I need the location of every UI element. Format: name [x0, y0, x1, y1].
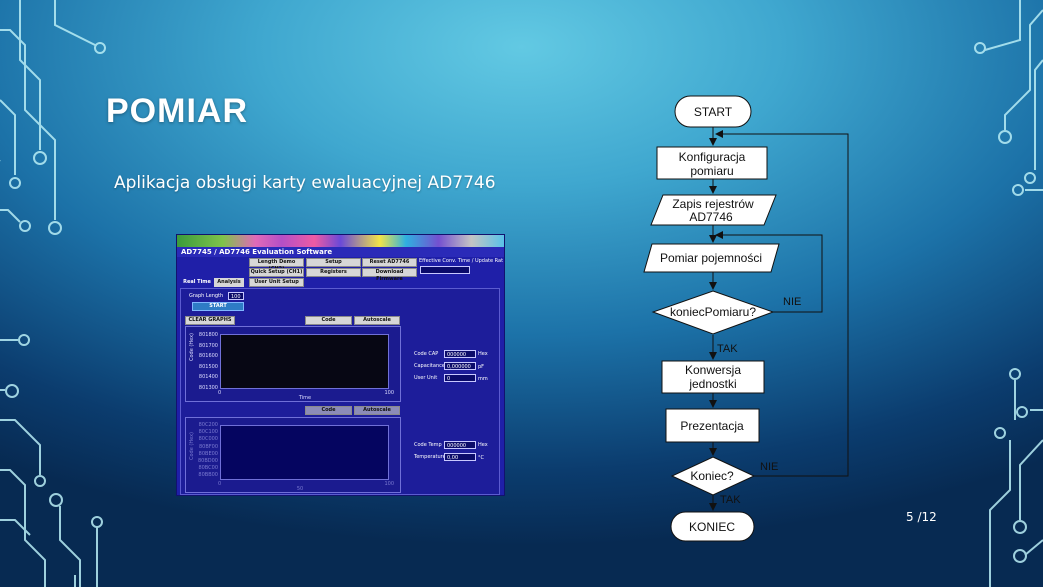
decision1-no-label: NIE — [783, 296, 801, 308]
chart-y-tick: 80BB00 — [198, 472, 218, 479]
temperature-label: Temperature — [414, 454, 446, 460]
registers-button[interactable]: Registers — [306, 268, 361, 277]
bottom-chart-mode-select[interactable]: Code — [305, 406, 352, 415]
decision1-yes-label: TAK — [717, 343, 738, 355]
top-chart-plot-area — [220, 334, 389, 389]
top-chart-x-label: Time — [298, 395, 312, 401]
chart-y-tick: 80BF00 — [198, 443, 218, 450]
flow-convert-node — [661, 360, 765, 394]
graph-length-field[interactable]: 100 — [228, 292, 244, 300]
code-temp-field[interactable]: 000000 — [444, 441, 476, 449]
capacitance-unit: pF — [478, 364, 485, 370]
effective-rate-field — [420, 266, 470, 274]
top-chart-scale-select[interactable]: Autoscale — [354, 316, 400, 325]
flow-decision1-node — [651, 290, 775, 335]
quick-setup-button[interactable]: Quick Setup (CH1) — [249, 268, 304, 277]
bottom-chart-x-tick: 0 — [218, 481, 222, 487]
flow-write-label: AD7746 — [689, 210, 733, 224]
software-title: AD7745 / AD7746 Evaluation Software — [181, 248, 333, 256]
slide-subtitle: Aplikacja obsługi karty ewaluacyjnej AD7… — [114, 173, 496, 193]
loop-arrow-measure — [715, 231, 823, 313]
decision2-no-label: NIE — [760, 461, 778, 473]
length-demo-button[interactable]: Length Demo (CH2) — [249, 258, 304, 272]
chart-y-tick: 801400 — [198, 374, 218, 380]
flow-end-node — [670, 511, 755, 542]
flow-end-label: KONIEC — [689, 520, 735, 534]
code-cap-field[interactable]: 000000 — [444, 350, 476, 358]
chart-y-tick: 80C000 — [198, 436, 218, 443]
flow-start-label: START — [694, 105, 733, 119]
chart-y-tick: 801300 — [198, 384, 218, 391]
user-unit-unit: mm — [478, 376, 488, 382]
flow-decision2-label: Koniec? — [690, 469, 734, 483]
flow-present-label: Prezentacja — [680, 419, 744, 433]
effective-rate-label: Effective Conv. Time / Update Rate — [419, 258, 503, 264]
bottom-chart-x-tick: 50 — [296, 486, 304, 492]
start-button[interactable]: START — [192, 302, 244, 311]
code-cap-label: Code CAP — [414, 351, 439, 357]
flow-measure-node — [643, 243, 780, 273]
decision2-yes-label: TAK — [720, 494, 741, 506]
chart-y-tick: 801700 — [198, 342, 218, 349]
temperature-unit: °C — [478, 455, 484, 461]
chart-y-tick: 801800 — [198, 332, 218, 338]
flow-decision2-node — [670, 456, 756, 496]
code-temp-unit: Hex — [478, 442, 488, 448]
user-unit-field[interactable]: 0 — [444, 374, 476, 382]
download-firmware-button[interactable]: Download Firmware — [362, 268, 417, 282]
top-chart-x-tick: 100 — [384, 390, 394, 396]
tab-real-time[interactable]: Real Time — [183, 279, 211, 285]
flow-convert-label: Konwersja — [685, 363, 741, 377]
chart-y-tick: 80BD00 — [197, 458, 218, 464]
flow-write-node — [650, 194, 777, 226]
bottom-chart-scale-select[interactable]: Autoscale — [354, 406, 400, 415]
user-unit-label: User Unit — [414, 375, 438, 381]
chart-y-tick: 801500 — [198, 363, 218, 370]
bottom-chart-plot-area — [220, 425, 389, 480]
flow-config-node — [656, 146, 768, 180]
reset-button[interactable]: Reset AD7746 — [362, 258, 417, 267]
graph-length-label: Graph Length — [189, 293, 224, 299]
capacitance-field[interactable]: 0,000000 — [444, 362, 476, 370]
page-number: 5 /12 — [906, 510, 937, 524]
chart-y-tick: 80BC00 — [198, 465, 218, 472]
user-unit-setup-button[interactable]: User Unit Setup — [249, 278, 304, 287]
flow-convert-label: jednostki — [688, 377, 736, 391]
temperature-field[interactable]: 0,00 — [444, 453, 476, 461]
chart-y-tick: 80BE00 — [198, 450, 218, 457]
tab-analysis[interactable]: Analysis — [214, 278, 244, 287]
flow-config-label: Konfiguracja — [679, 150, 746, 164]
slide-title: POMIAR — [106, 92, 248, 130]
chart-y-tick: 80C200 — [198, 422, 218, 428]
flow-decision1-label: koniecPomiaru? — [670, 305, 756, 319]
capacitance-label: Capacitance — [414, 363, 445, 369]
flow-start-node — [674, 95, 752, 128]
flow-measure-label: Pomiar pojemności — [660, 251, 762, 265]
top-chart-x-tick: 0 — [218, 390, 222, 396]
code-cap-unit: Hex — [478, 351, 488, 357]
code-temp-label: Code Temp — [414, 442, 442, 448]
setup-button[interactable]: Setup — [306, 258, 361, 267]
chart-y-tick: 801600 — [198, 353, 218, 359]
software-screenshot: AD7745 / AD7746 Evaluation Software Leng… — [176, 234, 505, 496]
software-banner — [177, 235, 504, 247]
top-chart-mode-select[interactable]: Code — [305, 316, 352, 325]
software-titlebar — [177, 247, 504, 257]
flowchart: START Konfiguracja pomiaru Zapis rejestr… — [643, 95, 849, 542]
bottom-chart-x-tick: 100 — [384, 481, 394, 487]
chart-y-tick: 80C100 — [198, 429, 218, 436]
clear-graphs-button[interactable]: CLEAR GRAPHS — [185, 316, 235, 325]
loop-arrow-main — [715, 130, 849, 477]
flow-write-label: Zapis rejestrów — [672, 197, 754, 211]
flow-present-node — [665, 408, 760, 443]
flow-config-label: pomiaru — [690, 164, 733, 178]
